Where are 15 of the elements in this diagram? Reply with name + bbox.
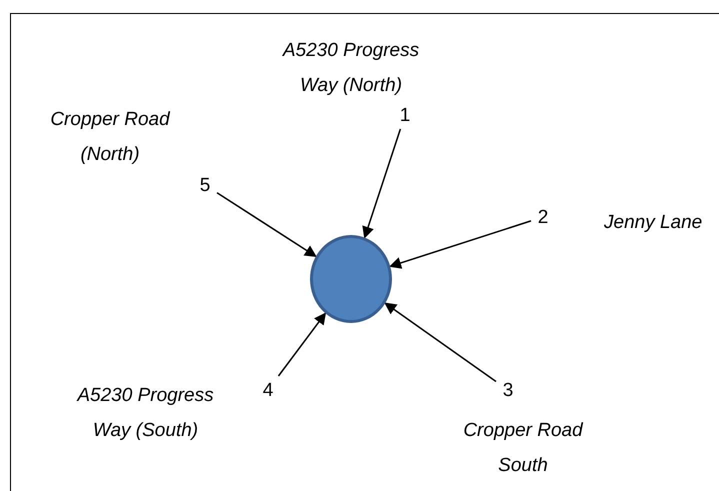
road-number: 2 (531, 203, 555, 231)
arrow (216, 192, 317, 258)
arrow (278, 312, 326, 376)
road-name: Cropper Road (North) (49, 108, 172, 167)
road-number: 5 (193, 171, 217, 199)
road-name: Jenny Lane (604, 211, 704, 235)
road-number: 1 (393, 101, 417, 129)
road-number: 4 (256, 376, 280, 404)
road-name: A5230 Progress Way (North) (281, 39, 420, 98)
arrow (384, 302, 496, 382)
arrow (362, 128, 402, 239)
road-number: 3 (496, 376, 520, 404)
road-name: Cropper Road South (462, 419, 584, 478)
road-name: A5230 Progress Way (South) (76, 384, 215, 443)
arrow (389, 220, 532, 269)
